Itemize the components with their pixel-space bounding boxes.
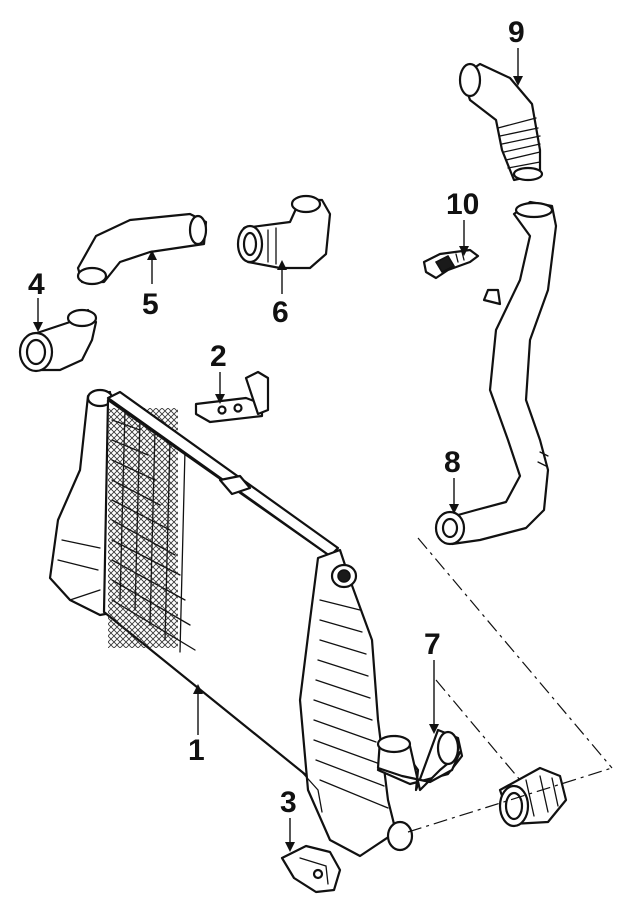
callout-5: 5 [142, 288, 159, 321]
callout-4: 4 [28, 268, 45, 301]
mount-bracket [280, 844, 342, 894]
core-mesh [108, 408, 196, 653]
upper-hose [458, 62, 544, 182]
inlet-hose [76, 212, 208, 286]
leader-lines [33, 48, 523, 852]
assembly-lines [407, 537, 613, 833]
callout-labels: 1 2 3 4 5 6 7 8 9 10 [28, 16, 525, 819]
callout-8: 8 [444, 446, 461, 479]
callout-2: 2 [210, 340, 227, 373]
elbow-hose-left [18, 308, 98, 373]
callout-10: 10 [446, 188, 479, 221]
boot-connector [498, 766, 568, 828]
outlet-elbow [376, 728, 464, 792]
callout-6: 6 [272, 296, 289, 329]
callout-9: 9 [508, 16, 525, 49]
intercooler [48, 388, 414, 858]
intake-pipe [434, 200, 558, 546]
callout-7: 7 [424, 628, 441, 661]
callout-3: 3 [280, 786, 297, 819]
sensor [422, 248, 480, 280]
bracket [194, 370, 270, 424]
callout-1: 1 [188, 734, 205, 767]
elbow-hose-center [236, 194, 332, 270]
